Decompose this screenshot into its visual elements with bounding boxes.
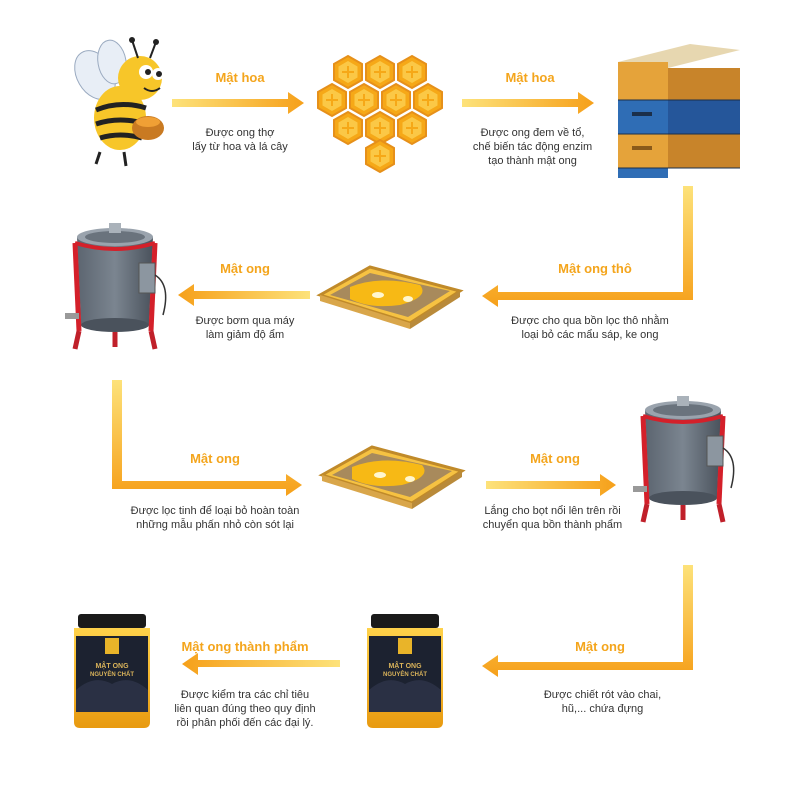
arrow-right-1 — [172, 92, 304, 114]
fine-filter-icon — [320, 445, 464, 511]
beehive-icon — [618, 44, 740, 178]
step3-caption: Được cho qua bồn lọc thô nhằm loại bỏ cá… — [490, 314, 690, 342]
step6-caption: Lắng cho bọt nổi lên trên rồi chuyển qua… — [465, 504, 640, 532]
caption-line: loại bỏ các mẩu sáp, ke ong — [521, 329, 659, 341]
caption-line: liên quan đúng theo quy định — [174, 703, 316, 715]
arrow-down-left-1 — [482, 186, 693, 307]
caption-line: Được kiểm tra các chỉ tiêu — [180, 689, 310, 701]
arrow-right-3 — [486, 474, 616, 496]
coarse-filter-icon — [318, 265, 462, 331]
step7-caption: Được chiết rót vào chai, hũ,... chứa đựn… — [520, 688, 685, 716]
step8-caption: Được kiểm tra các chỉ tiêu liên quan đún… — [165, 688, 325, 730]
caption-line: lấy từ hoa và lá cây — [192, 141, 288, 153]
caption-line: những mẫu phấn nhỏ còn sót lại — [136, 519, 294, 531]
step2-caption: Được ong đem về tổ, chế biến tác động en… — [460, 126, 605, 168]
arrow-left-1 — [178, 284, 310, 306]
arrow-left-2 — [182, 653, 340, 675]
caption-line: hũ,... chứa đựng — [561, 703, 644, 715]
dehumidifier-tank-icon — [65, 223, 166, 349]
caption-line: chuyển qua bồn thành phẩm — [482, 519, 623, 531]
arrow-down-right-1 — [112, 380, 302, 496]
finished-jar-icon — [74, 614, 150, 728]
step1-label: Mật hoa — [215, 70, 265, 85]
caption-line: làm giảm độ ẩm — [205, 329, 285, 341]
caption-line: Được lọc tinh để loại bỏ hoàn toàn — [130, 505, 300, 517]
caption-line: Được chiết rót vào chai, — [543, 689, 662, 701]
arrow-right-2 — [462, 92, 594, 114]
step1-caption: Được ong thợ lấy từ hoa và lá cây — [170, 126, 310, 154]
honeycomb-icon — [317, 55, 443, 173]
caption-line: Lắng cho bọt nổi lên trên rồi — [484, 505, 621, 517]
caption-line: Được bơm qua máy — [195, 315, 295, 327]
step5-label: Mật ong — [190, 451, 240, 466]
caption-line: Được ong đem về tổ, — [480, 127, 585, 139]
jar-label-line1: MẬT ONG — [95, 663, 129, 670]
caption-line: Được ong thợ — [205, 127, 275, 139]
step5-caption: Được lọc tinh để loại bỏ hoàn toàn những… — [100, 504, 330, 532]
step7-label: Mật ong — [575, 639, 625, 654]
caption-line: rồi phân phối đến các đại lý. — [176, 717, 314, 729]
caption-line: Được cho qua bồn lọc thô nhằm — [511, 315, 669, 327]
caption-line: chế biến tác động enzim — [472, 141, 593, 153]
bee-icon — [74, 37, 164, 167]
settling-tank-icon — [633, 396, 734, 522]
jar-label-line2: NGUYÊN CHẤT — [89, 672, 134, 678]
step4-label: Mật ong — [220, 261, 270, 276]
step3-label: Mật ong thô — [558, 261, 632, 276]
bottling-jar-icon — [367, 614, 443, 728]
caption-line: tạo thành mật ong — [488, 155, 577, 167]
arrow-down-left-2 — [482, 565, 693, 677]
jar-label-line2: NGUYÊN CHẤT — [382, 672, 427, 678]
step6-label: Mật ong — [530, 451, 580, 466]
step2-label: Mật hoa — [505, 70, 555, 85]
step8-label: Mật ong thành phẩm — [181, 639, 309, 654]
step4-caption: Được bơm qua máy làm giảm độ ẩm — [180, 314, 310, 342]
jar-label-line1: MẬT ONG — [388, 663, 422, 670]
